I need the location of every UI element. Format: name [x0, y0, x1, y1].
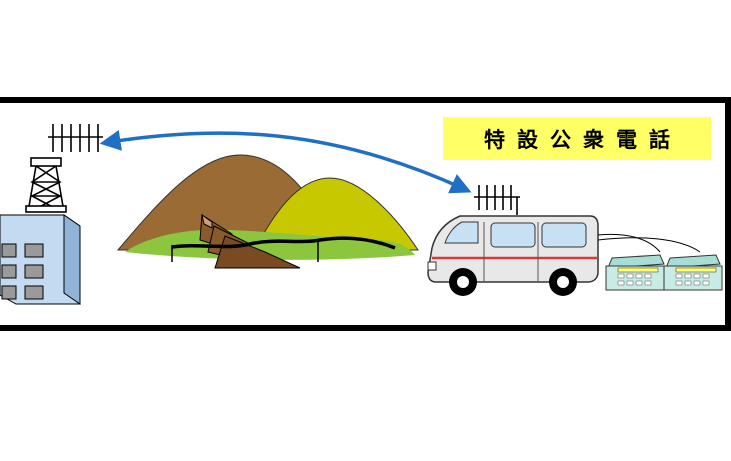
title-text: 特設公衆電話	[472, 124, 682, 154]
title-badge: 特設公衆電話	[443, 117, 711, 160]
telephone-icon	[664, 255, 722, 290]
telephone-icon	[606, 255, 664, 290]
van-icon	[428, 216, 598, 296]
phone-cable	[598, 234, 700, 252]
mountain-icon	[118, 155, 418, 260]
cell-tower-icon	[26, 158, 66, 212]
van-antenna-icon	[474, 185, 520, 215]
building-icon	[0, 215, 80, 304]
base-antenna-icon	[48, 124, 103, 152]
